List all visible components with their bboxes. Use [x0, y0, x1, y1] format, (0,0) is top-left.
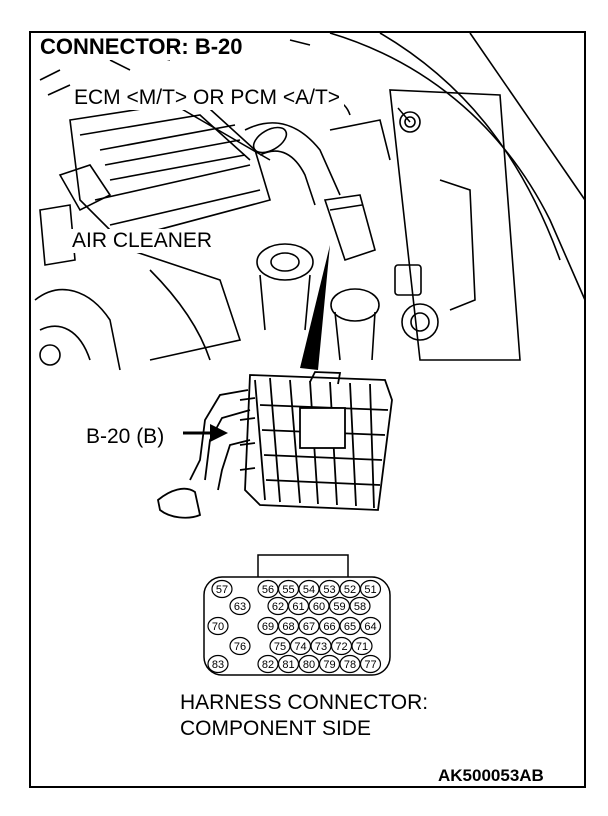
harness-caption-line1: HARNESS CONNECTOR: [180, 691, 429, 714]
pin-68-label: 68 [282, 621, 294, 633]
pin-70-circle [207, 616, 229, 636]
pin-76-label: 76 [234, 641, 246, 653]
pin-53-label: 53 [323, 584, 335, 596]
page-title: CONNECTOR: B-20 [40, 34, 247, 60]
pin-79-label: 79 [323, 659, 335, 671]
pin-60-label: 60 [313, 601, 325, 613]
pin-70-label: 70 [212, 621, 224, 633]
ecm-label: ECM <M/T> OR PCM <A/T> [70, 86, 345, 110]
pin-67-label: 67 [303, 621, 315, 633]
pin-83-circle [207, 654, 229, 674]
pin-69-label: 69 [262, 621, 274, 633]
pin-71-label: 71 [356, 641, 368, 653]
pin-72-label: 72 [335, 641, 347, 653]
air-cleaner-label: AIR CLEANER [68, 229, 217, 253]
pin-73-label: 73 [315, 641, 327, 653]
pin-58-circle [349, 596, 371, 616]
pin-51-circle [359, 579, 382, 599]
pin-61-label: 61 [292, 601, 304, 613]
pin-51-label: 51 [364, 584, 376, 596]
pin-63-label: 63 [234, 601, 246, 613]
harness-caption-line2: COMPONENT SIDE [180, 717, 371, 740]
pin-59-label: 59 [333, 601, 345, 613]
pin-62-label: 62 [272, 601, 284, 613]
pin-78-label: 78 [344, 659, 356, 671]
pin-76-circle [229, 636, 251, 656]
pin-55-label: 55 [282, 584, 294, 596]
pin-74-label: 74 [294, 641, 306, 653]
pin-81-label: 81 [282, 659, 294, 671]
pin-83-label: 83 [212, 659, 224, 671]
pin-57-circle [211, 579, 233, 599]
pin-64-circle [359, 616, 382, 636]
pin-80-label: 80 [303, 659, 315, 671]
pin-56-label: 56 [262, 584, 274, 596]
pin-75-label: 75 [274, 641, 286, 653]
pin-54-label: 54 [303, 584, 315, 596]
pin-71-circle [351, 636, 373, 656]
connector-callout-label: B-20 (B) [86, 425, 165, 448]
pin-65-label: 65 [344, 621, 356, 633]
pin-77-circle [359, 654, 382, 674]
diagram-frame [29, 31, 586, 788]
harness-caption: HARNESS CONNECTOR: COMPONENT SIDE [180, 690, 428, 742]
figure-code: AK500053AB [438, 766, 544, 785]
pin-63-circle [229, 596, 251, 616]
pin-58-label: 58 [354, 601, 366, 613]
pin-64-label: 64 [364, 621, 376, 633]
pin-82-label: 82 [262, 659, 274, 671]
pin-52-label: 52 [344, 584, 356, 596]
pin-grid: 57 56 55 54 53 52 51 63 62 61 60 59 58 70 69 68 67 66 65 64… [207, 579, 382, 674]
pin-57-label: 57 [216, 584, 228, 596]
pin-77-label: 77 [364, 659, 376, 671]
pin-66-label: 66 [323, 621, 335, 633]
